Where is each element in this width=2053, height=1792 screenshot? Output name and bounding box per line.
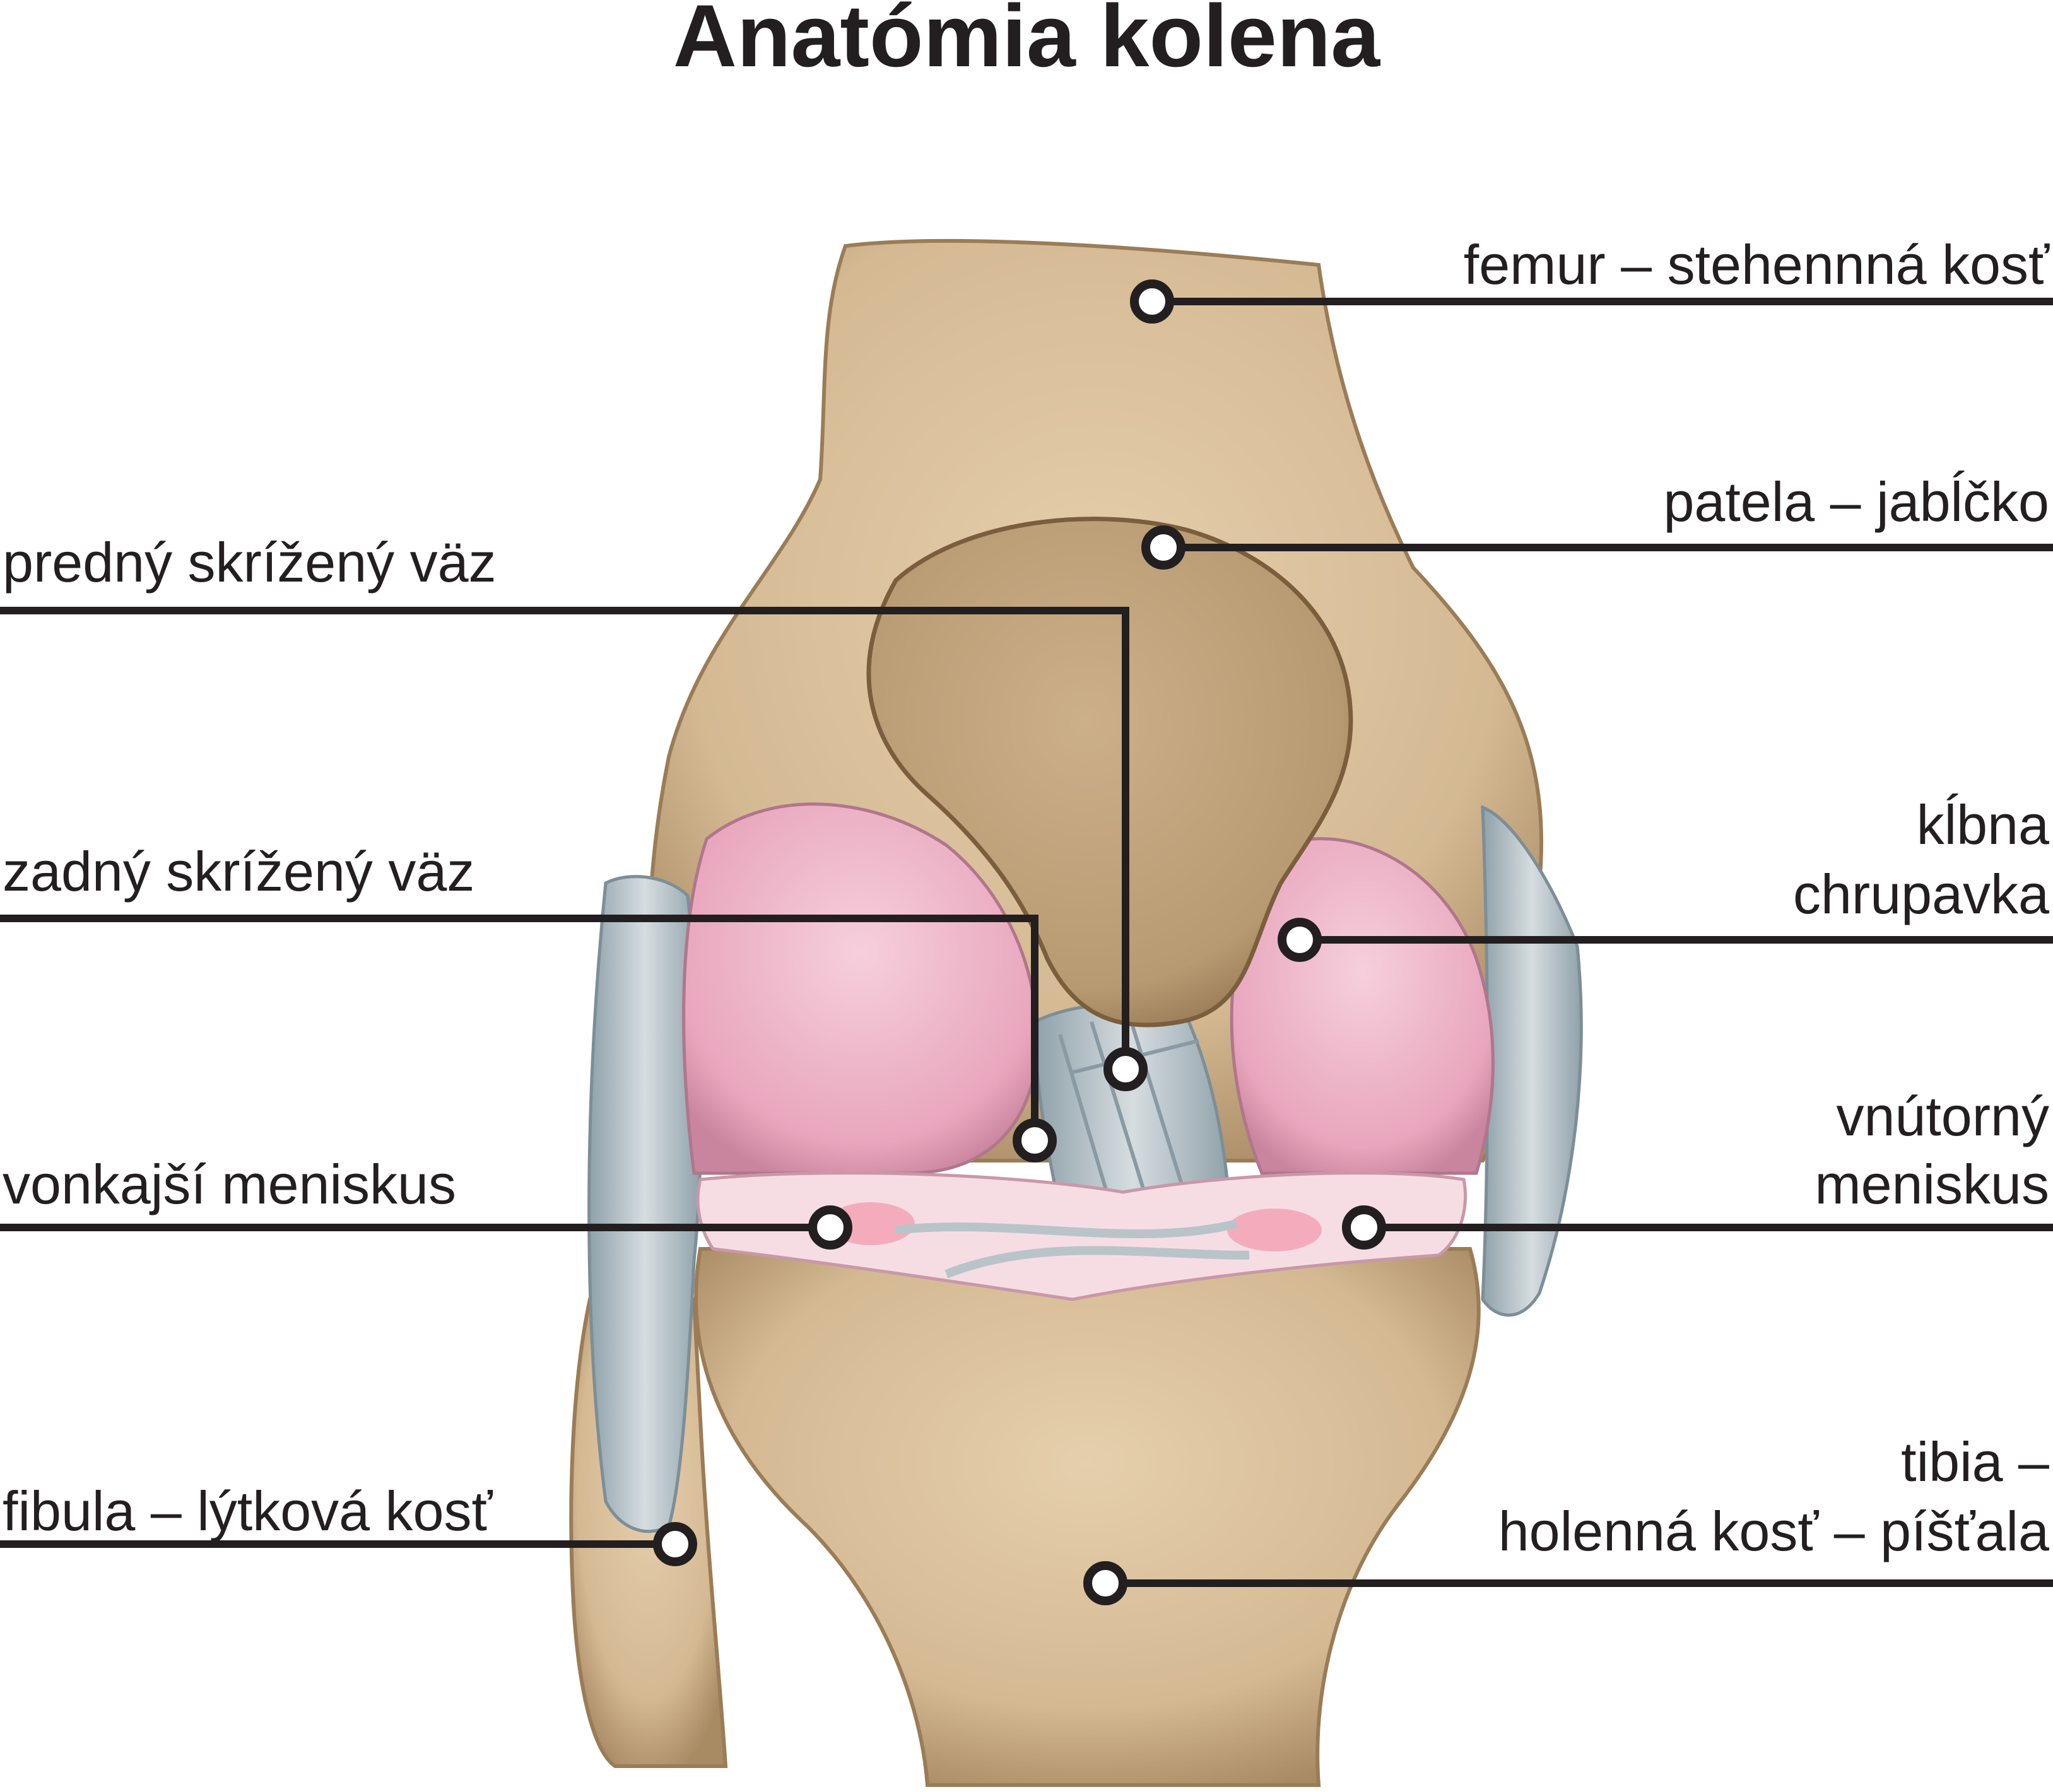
medial-meniscus-highlight xyxy=(1227,1209,1322,1251)
marker-dots xyxy=(653,279,1386,1605)
label-femur: femur – stehennná kosť xyxy=(1464,233,2050,296)
annotations xyxy=(0,298,2053,1587)
label-patela: patela – jabĺčko xyxy=(1663,471,2049,533)
femur-marker xyxy=(1130,279,1174,324)
label-kibna-line2: chrupavka xyxy=(1793,863,2049,925)
predny-leader xyxy=(0,607,1129,1069)
medial-collateral-ligament xyxy=(1481,805,1583,1317)
transverse-ligament xyxy=(895,1219,1250,1279)
label-vnutorny-line1: vnútorný xyxy=(1836,1085,2049,1147)
vnutorny-marker xyxy=(1342,1205,1386,1250)
knee-illustration xyxy=(569,238,1583,1787)
fibula-marker xyxy=(653,1522,697,1566)
patela-marker xyxy=(1141,525,1185,570)
ligament-fibers xyxy=(1058,1015,1199,1205)
zadny-marker xyxy=(1013,1118,1057,1162)
predny-marker xyxy=(1103,1047,1148,1091)
diagram-title: Anatómia kolena xyxy=(673,0,1380,85)
label-zadny: zadný skrížený väz xyxy=(3,840,474,903)
label-predny: predný skrížený väz xyxy=(3,531,497,594)
tibia-bone xyxy=(694,1247,1481,1787)
label-vnutorny-line2: meniskus xyxy=(1815,1153,2049,1215)
label-tibia-line2: holenná kosť – píšťala xyxy=(1498,1500,2049,1562)
label-kibna-line1: kĺbna xyxy=(1917,794,2049,856)
label-fibula: fibula – lýtková kosť xyxy=(3,1480,493,1542)
zadny-leader xyxy=(0,915,1038,1140)
label-vonkajsi: vonkajší meniskus xyxy=(3,1153,456,1215)
tibia-marker xyxy=(1083,1561,1127,1605)
patella-bone xyxy=(866,517,1353,1028)
kibna-marker xyxy=(1278,918,1322,962)
label-texts: femur – stehennná kosť patela – jabĺčko … xyxy=(3,233,2050,1562)
vonkajsi-marker xyxy=(808,1205,852,1250)
label-tibia-line1: tibia – xyxy=(1901,1431,2049,1493)
